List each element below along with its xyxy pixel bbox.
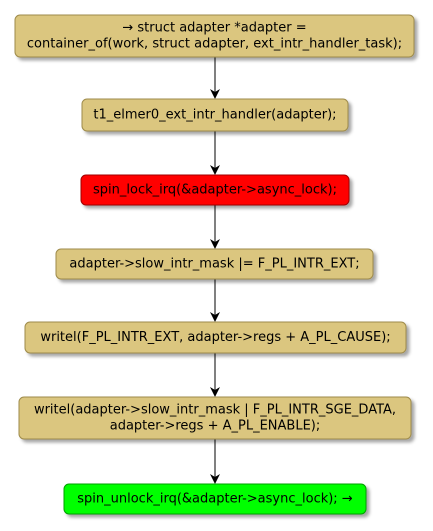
flow-node-n5: writel(F_PL_INTR_EXT, adapter->regs + A_… [24, 321, 407, 354]
flow-node-box [55, 248, 374, 280]
flow-node-n7: spin_unlock_irq(&adapter->async_lock); → [63, 483, 367, 515]
flow-node-label: t1_elmer0_ext_intr_handler(adapter); [93, 108, 336, 123]
flow-node-n1: → struct adapter *adapter =container_of(… [14, 14, 415, 58]
flow-node-label: adapter->slow_intr_mask |= F_PL_INTR_EXT… [69, 257, 359, 272]
flow-node-box [24, 321, 407, 354]
flow-node-label: → struct adapter *adapter = [122, 21, 306, 36]
flow-node-label: adapter->regs + A_PL_ENABLE); [110, 419, 321, 434]
flow-node-label: spin_lock_irq(&adapter->async_lock); [93, 183, 337, 198]
flow-node-box [63, 483, 367, 515]
flow-node-n3: spin_lock_irq(&adapter->async_lock); [80, 174, 350, 206]
flow-node-label: writel(adapter->slow_intr_mask | F_PL_IN… [34, 403, 396, 418]
flow-node-box [81, 98, 349, 132]
flow-node-n4: adapter->slow_intr_mask |= F_PL_INTR_EXT… [55, 248, 374, 280]
flow-node-label: spin_unlock_irq(&adapter->async_lock); → [77, 492, 353, 507]
flow-node-n2: t1_elmer0_ext_intr_handler(adapter); [81, 98, 349, 132]
flow-node-box [80, 174, 350, 206]
flow-node-box [14, 14, 415, 58]
flow-node-label: writel(F_PL_INTR_EXT, adapter->regs + A_… [40, 330, 390, 345]
nodes-layer: → struct adapter *adapter =container_of(… [14, 14, 415, 515]
flow-node-box [18, 396, 412, 440]
flow-node-n6: writel(adapter->slow_intr_mask | F_PL_IN… [18, 396, 412, 440]
flow-node-label: container_of(work, struct adapter, ext_i… [27, 37, 402, 52]
